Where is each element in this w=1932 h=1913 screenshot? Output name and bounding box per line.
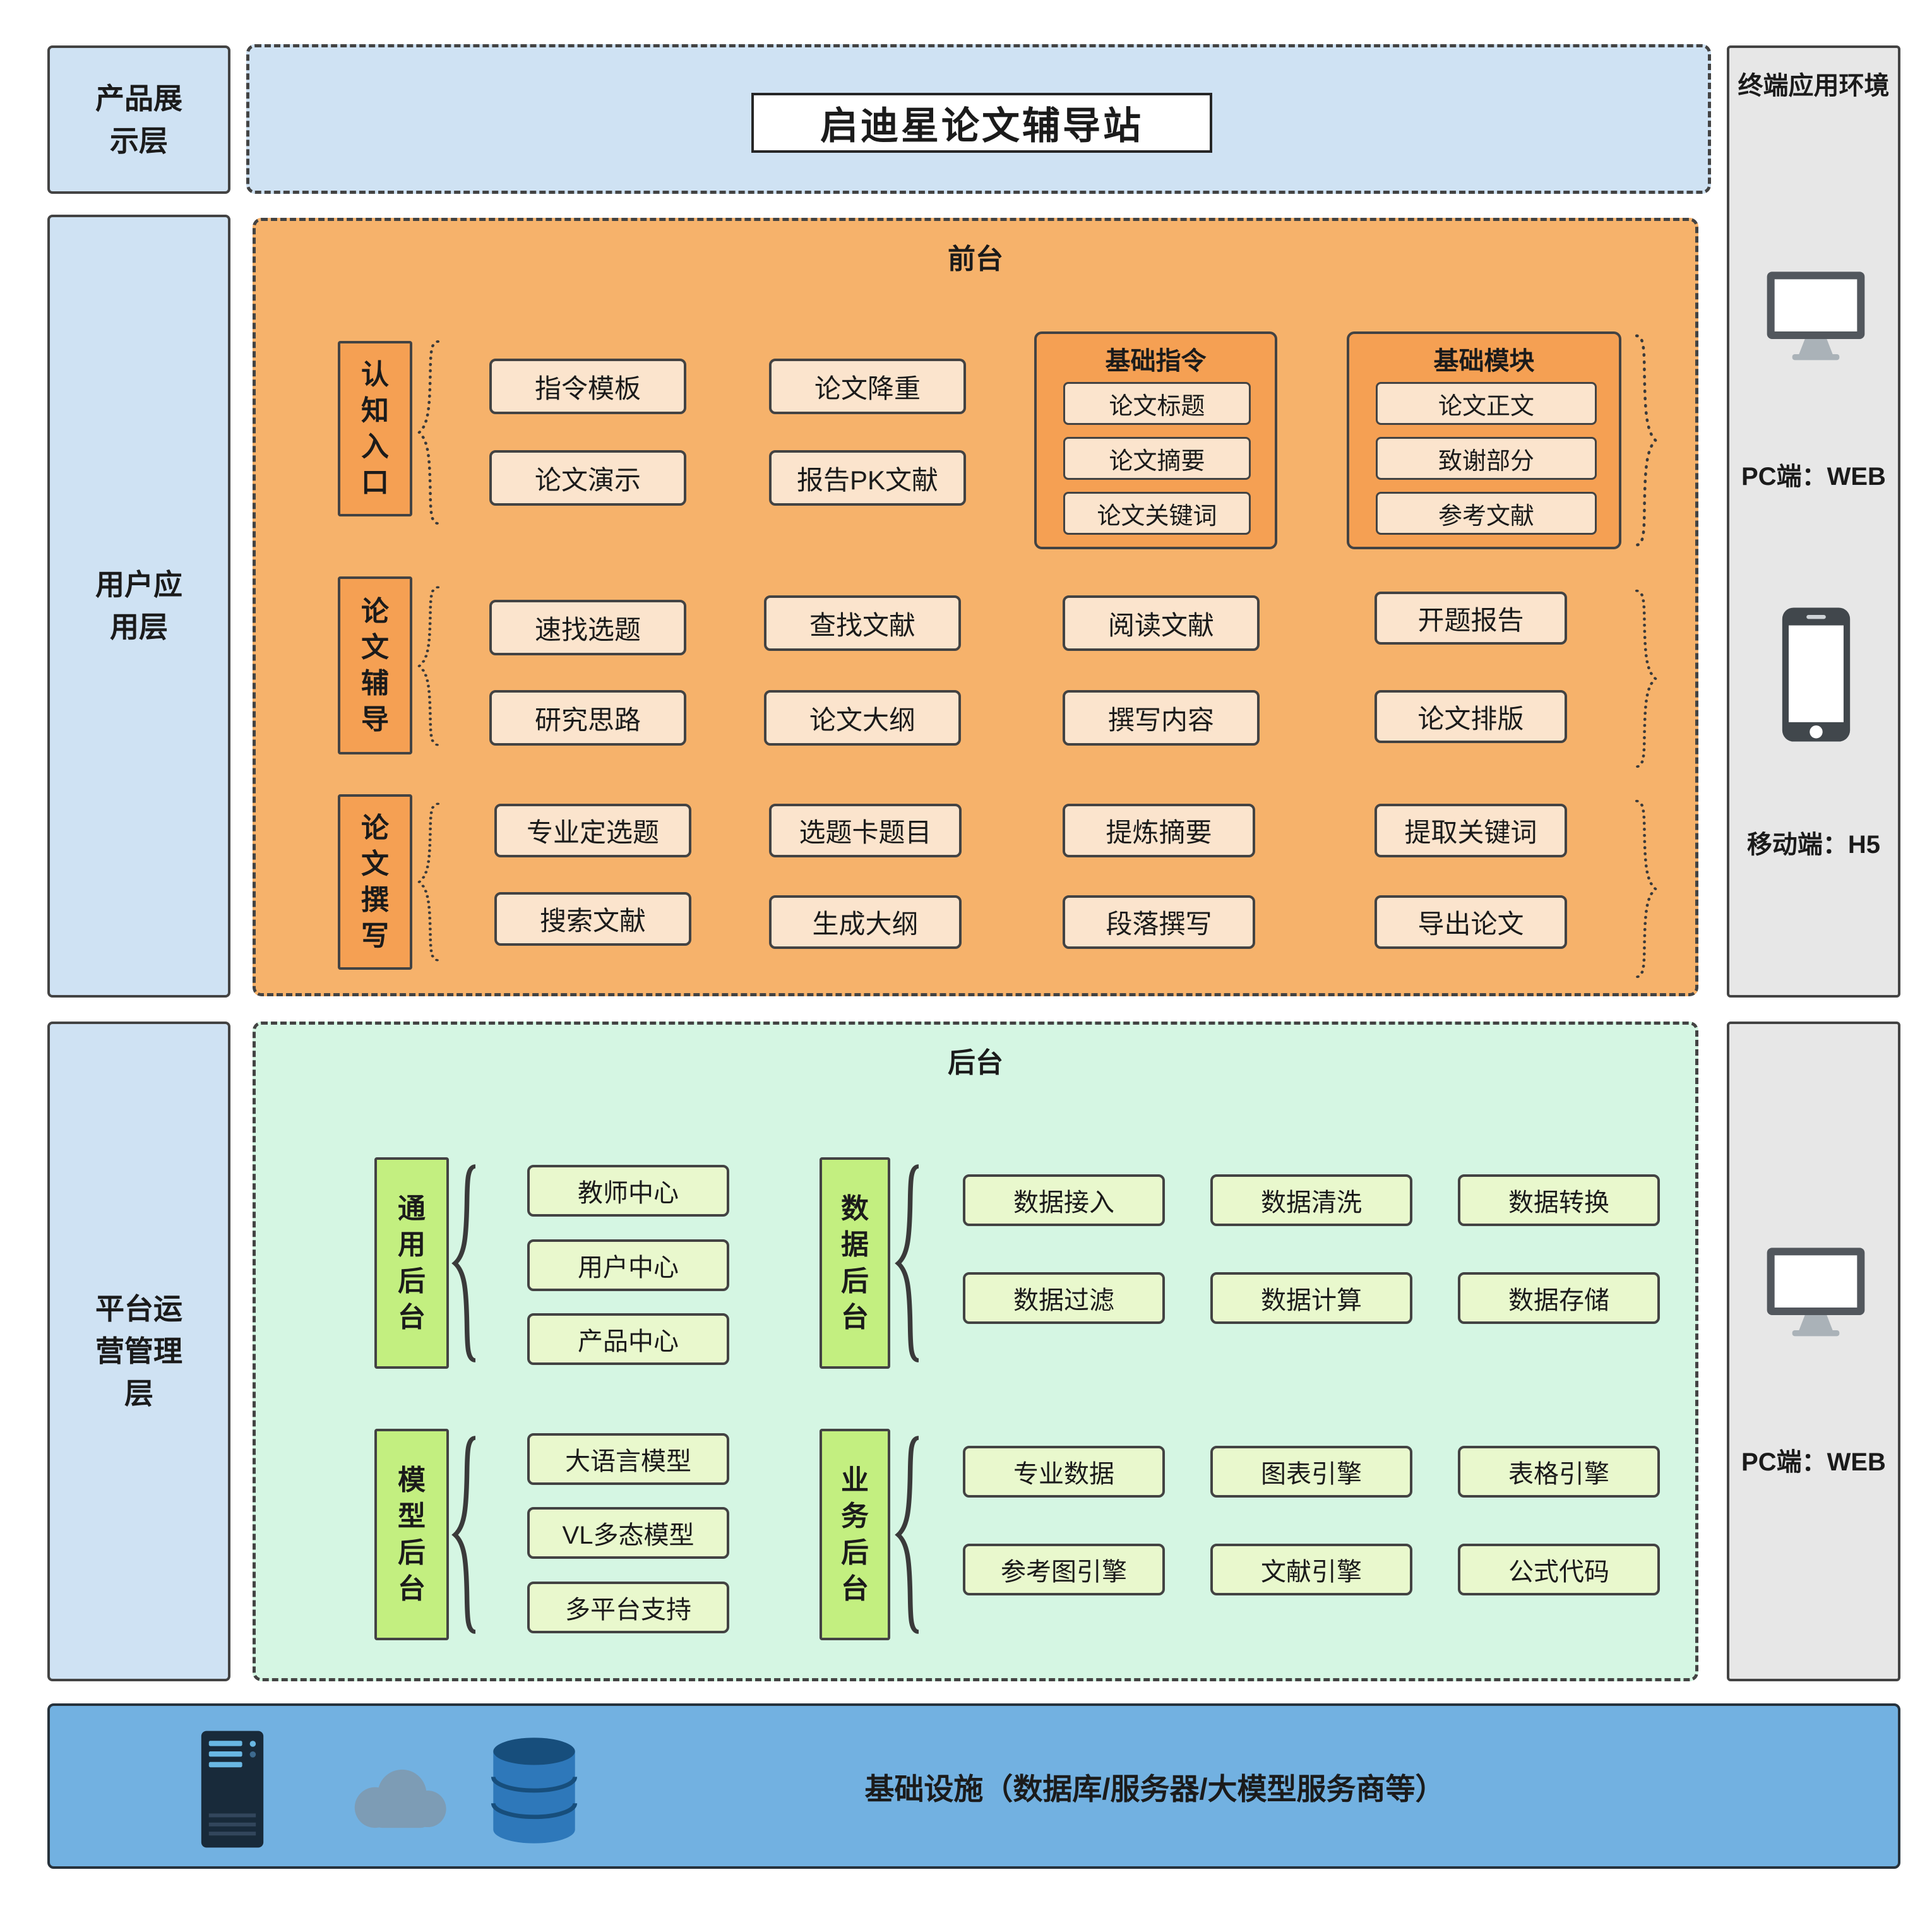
- pc-web-label: PC端：WEB: [1741, 463, 1886, 491]
- cloud-icon: [340, 1761, 457, 1836]
- data-backend-item-0: 数据接入: [963, 1174, 1165, 1226]
- basic-modules-item-1: 致谢部分: [1376, 437, 1597, 480]
- general-backend-item-2: 产品中心: [527, 1313, 729, 1365]
- frontend-row2-item-7: 论文排版: [1374, 690, 1567, 743]
- pc-web-label: PC端：WEB: [1741, 1448, 1886, 1476]
- group-label-paper-tutoring: 论 文 辅 导: [338, 576, 412, 754]
- database-icon: [487, 1734, 581, 1847]
- frontend-row3-item-7: 导出论文: [1374, 895, 1567, 949]
- terminal-pc-panel: PC端：WEB: [1727, 1022, 1900, 1681]
- curly-brace: [1631, 797, 1660, 980]
- frontend-row2-item-0: 速找选题: [489, 600, 686, 655]
- group-label-model-backend: 模 型 后 台: [374, 1429, 449, 1640]
- smartphone-icon: [1780, 604, 1852, 746]
- frontend-row2-item-5: 撰写内容: [1063, 690, 1260, 746]
- frontend-row2-item-1: 研究思路: [489, 690, 686, 746]
- data-backend-item-2: 数据转换: [1458, 1174, 1660, 1226]
- frontend-row1-item-1: 论文演示: [489, 450, 686, 506]
- infrastructure-bar: 基础设施（数据库/服务器/大模型服务商等）: [47, 1703, 1900, 1869]
- infrastructure-label: 基础设施（数据库/服务器/大模型服务商等）: [864, 1772, 1445, 1806]
- basic-commands-item-2: 论文关键词: [1063, 492, 1251, 535]
- group-basic-modules: 基础模块 论文正文 致谢部分 参考文献: [1347, 331, 1621, 549]
- monitor-icon: [1765, 269, 1866, 364]
- group-label-cognitive-entry: 认 知 入 口: [338, 341, 412, 516]
- data-backend-item-5: 数据存储: [1458, 1272, 1660, 1324]
- group-label-general-backend: 通 用 后 台: [374, 1157, 449, 1369]
- business-backend-item-0: 专业数据: [963, 1446, 1165, 1498]
- curly-brace: [893, 1434, 925, 1636]
- frontend-row2-item-6: 开题报告: [1374, 592, 1567, 645]
- group-label-business-backend: 业 务 后 台: [820, 1429, 890, 1640]
- group-label-data-backend: 数 据 后 台: [820, 1157, 890, 1369]
- frontend-row3-item-2: 选题卡题目: [769, 804, 962, 857]
- curly-brace: [415, 584, 444, 748]
- curly-brace: [415, 801, 444, 963]
- layer-product-display: 产品展 示层: [47, 45, 230, 194]
- curly-brace: [1631, 587, 1660, 770]
- frontend-row3-item-3: 生成大纲: [769, 895, 962, 949]
- general-backend-item-0: 教师中心: [527, 1165, 729, 1217]
- curly-brace: [450, 1162, 482, 1364]
- business-backend-item-3: 参考图引擎: [963, 1544, 1165, 1595]
- frontend-row3-item-6: 提取关键词: [1374, 804, 1567, 857]
- monitor-icon: [1765, 1245, 1866, 1340]
- layer-user-application: 用户应 用层: [47, 215, 230, 998]
- basic-modules-item-2: 参考文献: [1376, 492, 1597, 535]
- basic-commands-item-0: 论文标题: [1063, 382, 1251, 425]
- group-basic-commands: 基础指令 论文标题 论文摘要 论文关键词: [1034, 331, 1277, 549]
- product-banner: 启迪星论文辅导站: [246, 44, 1711, 194]
- business-backend-item-2: 表格引擎: [1458, 1446, 1660, 1498]
- frontend-row3-item-5: 段落撰写: [1063, 895, 1255, 949]
- model-backend-item-1: VL多态模型: [527, 1507, 729, 1559]
- frontend-row2-item-2: 查找文献: [764, 595, 961, 651]
- frontend-row3-item-0: 专业定选题: [494, 804, 691, 857]
- mobile-h5-label: 移动端：H5: [1746, 831, 1881, 859]
- frontend-row3-item-4: 提炼摘要: [1063, 804, 1255, 857]
- frontend-row1-item-0: 指令模板: [489, 359, 686, 414]
- data-backend-item-3: 数据过滤: [963, 1272, 1165, 1324]
- model-backend-item-2: 多平台支持: [527, 1582, 729, 1633]
- backend-title: 后台: [948, 1047, 1003, 1078]
- curly-brace: [450, 1434, 482, 1636]
- frontend-section: 前台 认 知 入 口 指令模板 论文演示 论文降重 报告PK文献 基础指令 论文…: [253, 218, 1698, 996]
- group-label-paper-writing: 论 文 撰 写: [338, 794, 412, 970]
- business-backend-item-5: 公式代码: [1458, 1544, 1660, 1595]
- page-title: 启迪星论文辅导站: [751, 93, 1212, 153]
- model-backend-item-0: 大语言模型: [527, 1433, 729, 1485]
- curly-brace: [893, 1162, 925, 1364]
- layer-platform-operations: 平台运 营管理 层: [47, 1022, 230, 1681]
- business-backend-item-4: 文献引擎: [1210, 1544, 1412, 1595]
- frontend-row1-item-2: 论文降重: [769, 359, 966, 414]
- terminal-environment-panel: 终端应用环境 PC端：WEB 移动端：H5: [1727, 45, 1900, 998]
- frontend-title: 前台: [948, 244, 1003, 275]
- basic-commands-item-1: 论文摘要: [1063, 437, 1251, 480]
- basic-modules-item-0: 论文正文: [1376, 382, 1597, 425]
- basic-commands-title: 基础指令: [1105, 347, 1207, 375]
- backend-section: 后台 通 用 后 台 教师中心 用户中心 产品中心 数 据 后 台 数据接入 数…: [253, 1022, 1698, 1681]
- data-backend-item-4: 数据计算: [1210, 1272, 1412, 1324]
- frontend-row3-item-1: 搜索文献: [494, 892, 691, 946]
- frontend-row2-item-3: 论文大纲: [764, 690, 961, 746]
- business-backend-item-1: 图表引擎: [1210, 1446, 1412, 1498]
- curly-brace: [1631, 331, 1660, 549]
- terminal-environment-title: 终端应用环境: [1738, 72, 1890, 100]
- frontend-row2-item-4: 阅读文献: [1063, 595, 1260, 651]
- basic-modules-title: 基础模块: [1433, 347, 1535, 375]
- frontend-row1-item-3: 报告PK文献: [769, 450, 966, 506]
- curly-brace: [415, 338, 444, 527]
- general-backend-item-1: 用户中心: [527, 1239, 729, 1291]
- server-icon: [198, 1729, 266, 1850]
- data-backend-item-1: 数据清洗: [1210, 1174, 1412, 1226]
